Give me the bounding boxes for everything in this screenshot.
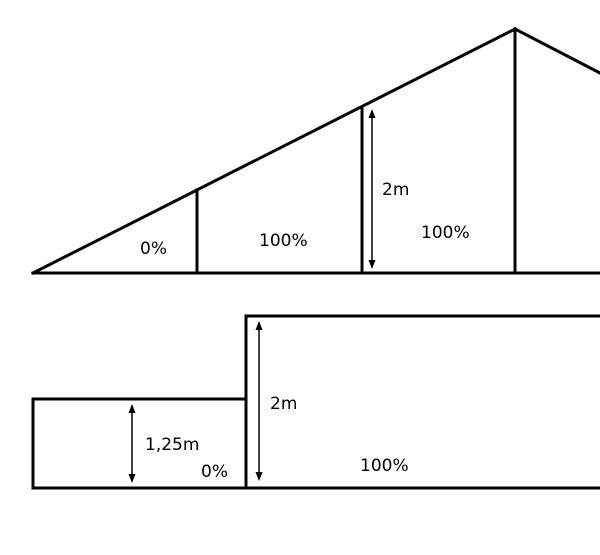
roof-zone-right-label: 100% [421, 223, 470, 243]
roof-slope-left [30, 26, 518, 276]
step-high-height-dimension: 2m [255, 321, 297, 481]
roof-slope-right [512, 26, 600, 75]
step-high-zone-label: 100% [360, 456, 409, 476]
roof-height-dimension: 2m [368, 109, 409, 269]
arrow-up-icon [128, 404, 136, 413]
step-high-height-label: 2m [270, 394, 297, 414]
roof-height-label: 2m [382, 180, 409, 200]
step-low-height-label: 1,25m [145, 435, 199, 455]
arrow-up-icon [255, 321, 263, 330]
arrow-down-icon [368, 260, 376, 269]
arrow-up-icon [368, 109, 376, 118]
arrow-down-icon [128, 474, 136, 483]
arrow-down-icon [255, 472, 263, 481]
roof-zone-left-label: 0% [140, 239, 167, 259]
step-low-height-dimension: 1,25m [128, 404, 199, 483]
roof-section: 2m 0% 100% 100% [30, 26, 600, 276]
roof-zone-middle-label: 100% [259, 231, 308, 251]
step-low-zone-label: 0% [201, 462, 228, 482]
step-section: 1,25m 2m 0% 100% [31, 314, 600, 490]
